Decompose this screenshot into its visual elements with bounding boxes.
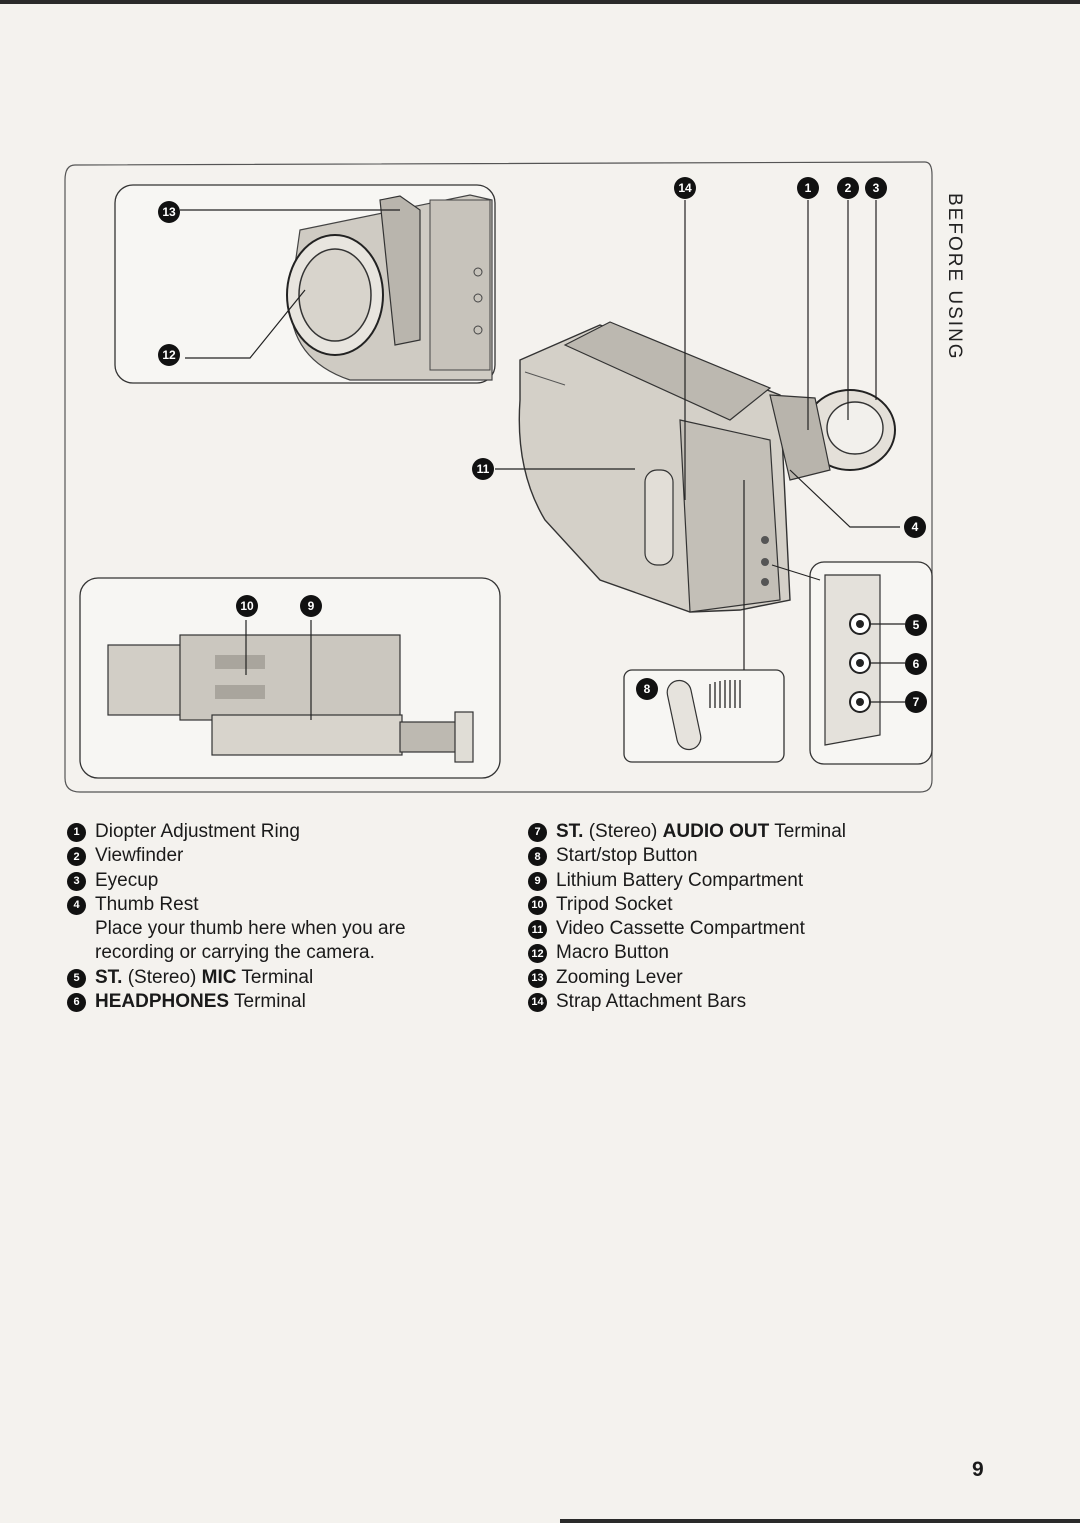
legend-number-badge: 12 xyxy=(528,944,547,964)
legend-label-part: Video Cassette Compartment xyxy=(556,918,805,940)
legend-number-badge: 6 xyxy=(67,993,86,1013)
legend-item-label: ST. (Stereo) AUDIO OUT Terminal xyxy=(556,820,846,844)
legend-number-badge: 7 xyxy=(528,823,547,842)
legend-item-label: Viewfinder xyxy=(95,844,183,868)
legend-item-label: Start/stop Button xyxy=(556,844,698,868)
legend-number-badge: 5 xyxy=(67,968,86,988)
legend-label-part: Terminal xyxy=(236,966,314,988)
page-number: 9 xyxy=(972,1458,984,1481)
callout-2: 2 xyxy=(837,177,859,199)
page-edge-bottom xyxy=(560,1519,1080,1523)
legend-label-part: Diopter Adjustment Ring xyxy=(95,821,300,842)
legend-label-part: Viewfinder xyxy=(95,845,184,867)
legend-item-label: HEADPHONES Terminal xyxy=(95,990,306,1014)
callout-10: 10 xyxy=(236,595,258,617)
legend-item: 11 Video Cassette Compartment xyxy=(528,917,948,941)
legend-item-label: Lithium Battery Compartment xyxy=(556,869,803,893)
legend-item: 3 Eyecup xyxy=(67,869,487,893)
legend-number-badge: 9 xyxy=(528,871,547,891)
legend-item-label: Zooming Lever xyxy=(556,966,683,990)
legend-number-badge: 8 xyxy=(528,847,547,867)
parts-legend-left: 1 Diopter Adjustment Ring 2 Viewfinder 3 Eyec… xyxy=(67,820,487,1014)
legend-label-part: Macro Button xyxy=(556,942,669,964)
legend-label-part: Eyecup xyxy=(95,869,159,891)
legend-label-part: Tripod Socket xyxy=(556,893,673,915)
legend-item-label: Tripod Socket xyxy=(556,893,673,917)
inset-connector xyxy=(524,371,566,386)
camcorder-body xyxy=(518,321,896,613)
viewfinder-lens-closeup xyxy=(286,194,493,381)
legend-label-part: (Stereo) xyxy=(583,821,663,842)
legend-label-part: Strap Attachment Bars xyxy=(556,991,747,1013)
legend-label-part: Thumb Rest xyxy=(95,893,199,915)
start-stop-inset-frame xyxy=(623,669,785,763)
camcorder-bottom-view xyxy=(107,634,474,763)
page-edge-top xyxy=(0,0,1080,4)
callout-14: 14 xyxy=(674,177,696,199)
legend-label-part: ST. xyxy=(95,966,123,988)
callout-13: 13 xyxy=(158,201,180,223)
legend-item: 2 Viewfinder xyxy=(67,844,487,868)
legend-number-badge: 4 xyxy=(67,895,86,915)
legend-item-label: Eyecup xyxy=(95,869,158,893)
legend-item-label: Diopter Adjustment Ring xyxy=(95,820,300,844)
legend-item-label: Thumb Rest xyxy=(95,893,198,917)
camcorder-illustration: 14 1 2 3 13 12 11 4 10 9 8 5 6 7 xyxy=(64,161,933,793)
legend-item: 6 HEADPHONES Terminal xyxy=(67,990,487,1014)
parts-legend-right: 7 ST. (Stereo) AUDIO OUT Terminal 8 Start/s… xyxy=(528,820,948,1014)
callout-6: 6 xyxy=(905,653,927,675)
terminals-connector xyxy=(771,564,821,581)
legend-label-part: Start/stop Button xyxy=(556,845,698,867)
legend-item-label: Macro Button xyxy=(556,941,669,965)
callout-7: 7 xyxy=(905,691,927,713)
legend-item: 10 Tripod Socket xyxy=(528,893,948,917)
legend-item-description: Place your thumb here when you are recor… xyxy=(95,918,406,964)
callout-5: 5 xyxy=(905,614,927,636)
legend-label-part: HEADPHONES xyxy=(95,991,230,1013)
legend-label-part: Zooming Lever xyxy=(556,966,683,988)
leader-4 xyxy=(789,469,900,528)
legend-label-part: AUDIO OUT xyxy=(662,821,770,842)
figure-frame xyxy=(64,161,933,793)
legend-item-label: Video Cassette Compartment xyxy=(556,917,805,941)
legend-item-label: ST. (Stereo) MIC Terminal xyxy=(95,966,313,990)
legend-item: 7 ST. (Stereo) AUDIO OUT Terminal xyxy=(528,820,948,844)
callout-11: 11 xyxy=(472,458,494,480)
legend-item: 13 Zooming Lever xyxy=(528,966,948,990)
leader-12 xyxy=(185,289,306,359)
legend-item: 1 Diopter Adjustment Ring xyxy=(67,820,487,844)
legend-number-badge: 1 xyxy=(67,823,86,842)
legend-item: 5 ST. (Stereo) MIC Terminal xyxy=(67,966,487,990)
legend-label-part: (Stereo) xyxy=(122,966,202,988)
callout-12: 12 xyxy=(158,344,180,366)
callout-8: 8 xyxy=(636,678,658,700)
camcorder-drawing xyxy=(64,161,933,793)
legend-item: 4 Thumb Rest xyxy=(67,893,487,917)
callout-9: 9 xyxy=(300,595,322,617)
legend-number-badge: 13 xyxy=(528,968,547,988)
legend-label-part: Terminal xyxy=(769,821,846,842)
legend-label-part: MIC xyxy=(201,966,237,988)
section-label: BEFORE USING xyxy=(944,193,965,361)
legend-number-badge: 10 xyxy=(528,895,547,915)
callout-4: 4 xyxy=(904,516,926,538)
legend-number-badge: 11 xyxy=(528,920,547,940)
legend-number-badge: 2 xyxy=(67,847,86,867)
legend-item: 8 Start/stop Button xyxy=(528,844,948,868)
legend-label-part: Lithium Battery Compartment xyxy=(556,869,804,891)
legend-item: 9 Lithium Battery Compartment xyxy=(528,869,948,893)
callout-1: 1 xyxy=(797,177,819,199)
legend-number-badge: 3 xyxy=(67,871,86,891)
legend-item: 14 Strap Attachment Bars xyxy=(528,990,948,1014)
terminal-jacks xyxy=(849,613,871,713)
legend-label-part: Terminal xyxy=(229,991,306,1013)
legend-item-label: Strap Attachment Bars xyxy=(556,990,746,1014)
legend-label-part: ST. xyxy=(556,821,584,842)
legend-number-badge: 14 xyxy=(528,993,547,1013)
legend-item: 12 Macro Button xyxy=(528,941,948,965)
callout-3: 3 xyxy=(865,177,887,199)
